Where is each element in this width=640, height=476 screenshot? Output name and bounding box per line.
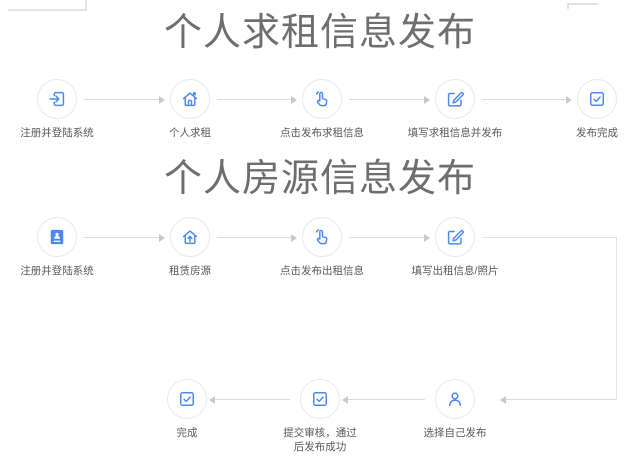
flow-step-personal-rent-seek: 个人求租 [120, 79, 260, 140]
flow-arrow [217, 233, 297, 242]
step-circle [302, 79, 342, 119]
step-label: 注册并登陆系统 [20, 127, 94, 139]
section1-title: 个人求租信息发布 [163, 12, 476, 54]
step-label: 发布完成 [576, 127, 618, 139]
step-circle [577, 79, 617, 119]
flow-arrow [84, 233, 165, 242]
section2-title: 个人房源信息发布 [163, 158, 476, 200]
step-circle [37, 79, 77, 119]
corner-line-top-right-h [567, 3, 598, 5]
flow-arrow [349, 95, 430, 104]
id-card-icon [50, 229, 64, 245]
flow-step-click-publish-rent: 点击发布出租信息 [252, 217, 392, 278]
corner-line-top-right-v [567, 3, 569, 9]
flow-arrow [349, 233, 430, 242]
flow-step-fill-seek-info: 填写求租信息并发布 [385, 79, 525, 140]
login-icon [49, 91, 65, 107]
flow-arrow [209, 395, 290, 404]
step-label: 提交审核，通过 [283, 427, 357, 439]
flow-step-rental-listing: 租赁房源 [120, 217, 260, 278]
flow-step-register-login: 注册并登陆系统 [0, 79, 127, 140]
house-icon [182, 92, 198, 107]
step-circle [170, 217, 210, 257]
check-square-icon [590, 92, 604, 106]
tap-icon [315, 91, 328, 107]
edit-icon [447, 91, 465, 107]
corner-line-top-left-h [8, 9, 87, 11]
tap-icon [315, 229, 328, 245]
step-label: 完成 [176, 427, 198, 439]
house-arrow-up-icon [182, 230, 198, 245]
corner-line-top-left-v [85, 0, 87, 11]
step-circle [302, 217, 342, 257]
step-circle [170, 79, 210, 119]
flow-connector-right [616, 237, 617, 399]
flow-arrow [217, 95, 297, 104]
edit-icon [447, 229, 465, 245]
flow-step-complete: 完成 [117, 379, 257, 440]
step-circle [435, 379, 475, 419]
flow-connector-bottom-arrow [500, 395, 617, 404]
flow-arrow [482, 95, 572, 104]
flow-arrow [342, 395, 425, 404]
person-icon [448, 392, 462, 407]
step-label: 选择自己发布 [423, 427, 487, 439]
check-square-icon [313, 392, 327, 406]
flow-step-click-publish-seek: 点击发布求租信息 [252, 79, 392, 140]
flow-step-choose-self-publish: 选择自己发布 [385, 379, 525, 440]
flow-connector-top [482, 237, 617, 238]
step-circle [435, 79, 475, 119]
step-label: 填写求租信息并发布 [407, 127, 503, 139]
step-circle [435, 217, 475, 257]
flow-step-fill-rent-info: 填写出租信息/照片 [385, 217, 525, 278]
flow-arrow [84, 95, 165, 104]
step-label: 租赁房源 [169, 265, 211, 277]
step-label: 点击发布出租信息 [280, 265, 364, 277]
flow-step-submit-review: 提交审核，通过 后发布成功 [250, 379, 390, 454]
step-label: 个人求租 [169, 127, 211, 139]
step-circle [37, 217, 77, 257]
step-label: 点击发布求租信息 [280, 127, 364, 139]
flow-step-register-login-2: 注册并登陆系统 [0, 217, 127, 278]
step-circle [300, 379, 340, 419]
check-square-icon [180, 392, 194, 406]
step-label: 注册并登陆系统 [20, 265, 94, 277]
step-circle [167, 379, 207, 419]
step-label-line2: 后发布成功 [293, 441, 347, 453]
flow-step-publish-done: 发布完成 [527, 79, 640, 140]
step-label: 填写出租信息/照片 [411, 265, 499, 277]
